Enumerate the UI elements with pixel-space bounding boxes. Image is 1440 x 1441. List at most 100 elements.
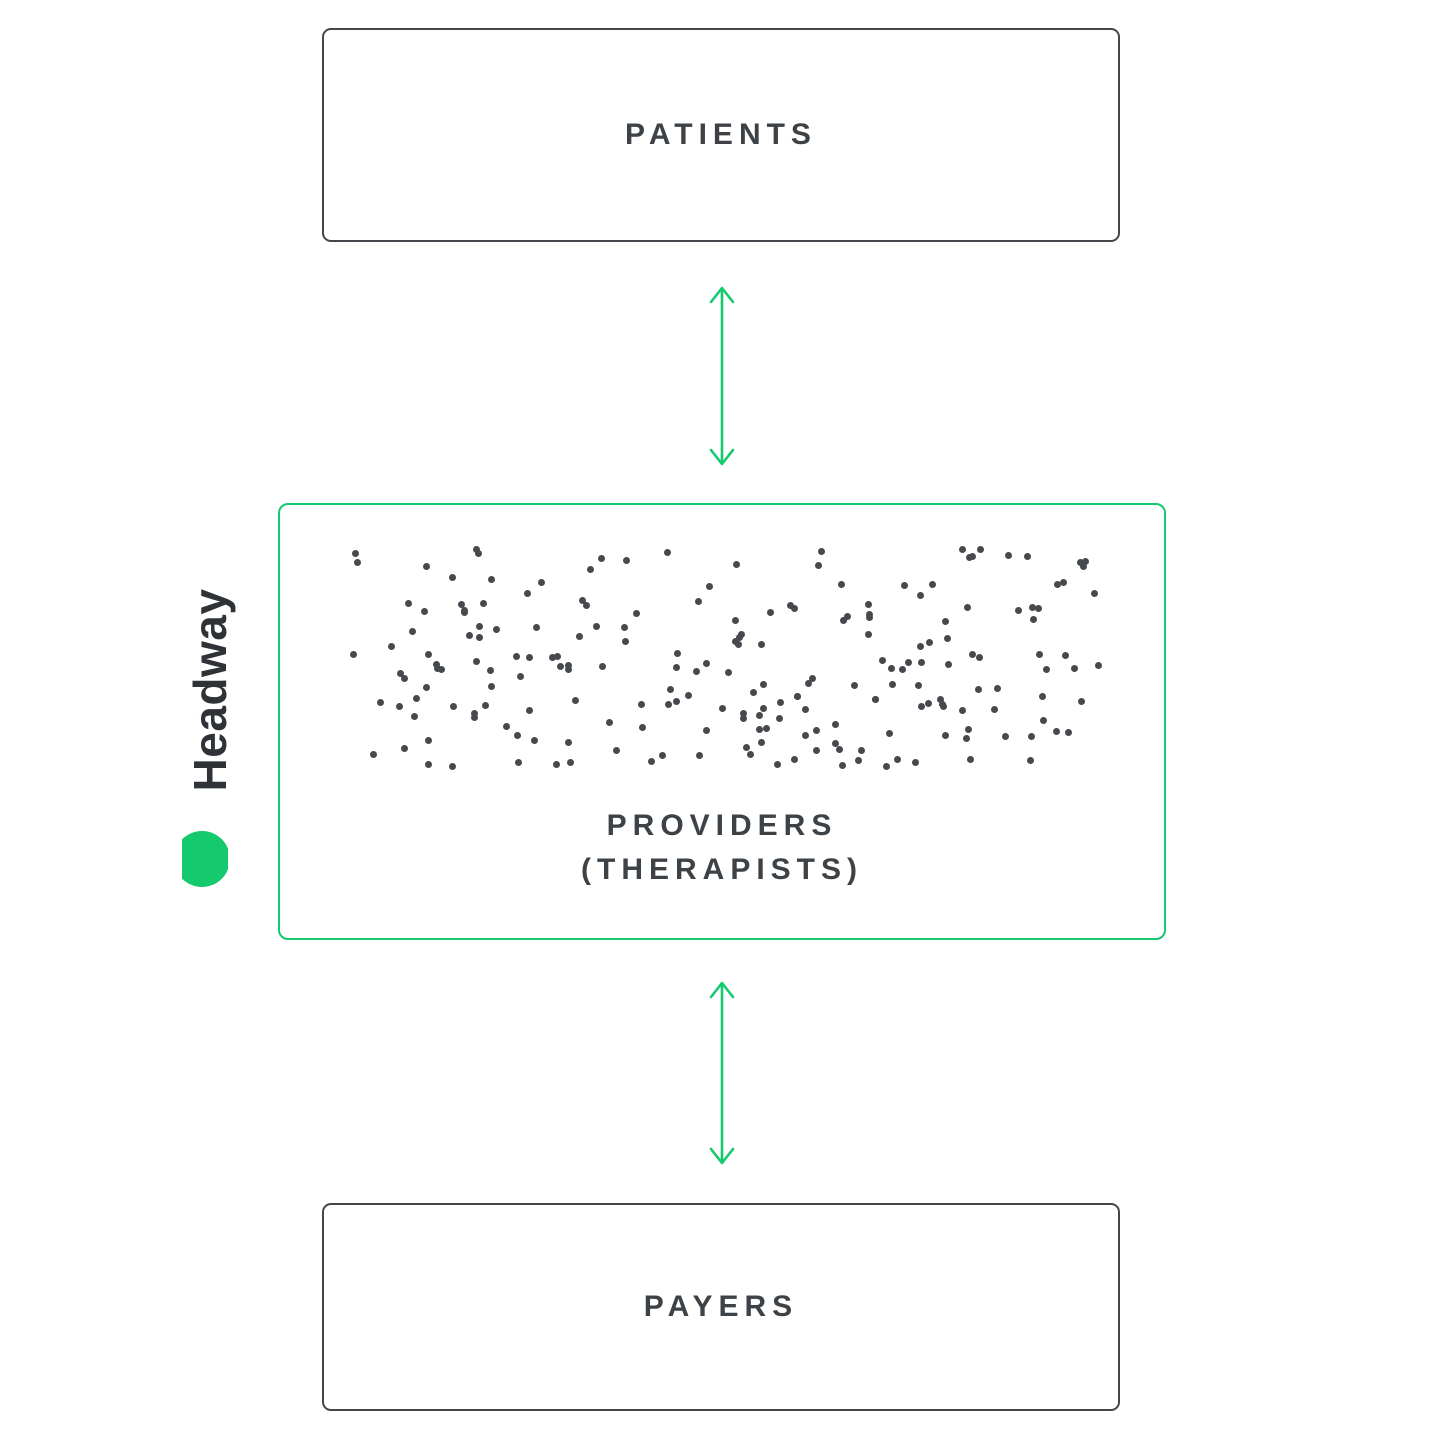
provider-dot [632,609,640,617]
provider-dot [622,557,630,565]
provider-dot [888,665,896,673]
provider-dot [945,661,953,669]
provider-dot [1079,563,1087,571]
provider-dot [966,755,974,763]
provider-dot [351,550,359,558]
provider-dot [579,596,587,604]
provider-dot [487,683,495,691]
provider-dot [421,607,429,615]
provider-dot [1028,604,1036,612]
provider-dot [813,746,821,754]
provider-dot [918,658,926,666]
provider-dot [465,631,473,639]
provider-dot [353,558,361,566]
provider-dot [1027,732,1035,740]
providers-label-line1: PROVIDERS [606,809,838,842]
provider-dot [786,602,794,610]
provider-dot [488,576,496,584]
provider-dot [974,686,982,694]
provider-dot [706,583,714,591]
provider-dot [774,760,782,768]
provider-dot [449,703,457,711]
provider-dot [1043,665,1051,673]
provider-dot [871,695,879,703]
provider-dot [763,725,771,733]
provider-dot [766,609,774,617]
provider-dot [556,662,564,670]
provider-dot [567,759,575,767]
provider-dot [702,726,710,734]
provider-dot [514,732,522,740]
provider-dot [565,665,573,673]
provider-dot [839,616,847,624]
provider-dot [432,661,440,669]
provider-dot [838,580,846,588]
provider-dot [719,705,727,713]
provider-dot [480,599,488,607]
provider-dot [513,652,521,660]
provider-dot [911,758,919,766]
provider-dot [758,739,766,747]
provider-dot [605,718,613,726]
provider-dot [1039,693,1047,701]
provider-dot [1035,650,1043,658]
provider-dot [802,732,810,740]
provider-dot [843,613,851,621]
provider-dot [813,726,821,734]
provider-dot [809,675,817,683]
provider-dot [514,759,522,767]
provider-dot [936,696,944,704]
provider-dot [424,650,432,658]
provider-dot [583,601,591,609]
provider-dot [471,714,478,722]
provider-dot [776,699,784,707]
provider-dot [1065,728,1073,736]
provider-dot [621,638,629,646]
provider-dot [740,709,748,717]
provider-dot [864,630,872,638]
provider-dot [1024,553,1032,561]
providers-label: PROVIDERS (THERAPISTS) [280,804,1164,892]
provider-dot [548,653,556,661]
provider-dot [526,706,534,714]
provider-dot [638,701,646,709]
patients-node: PATIENTS [322,28,1120,242]
provider-dot [405,600,412,608]
provider-dot [473,545,481,553]
provider-dot [533,624,541,632]
provider-dot [900,582,908,590]
provider-dot [598,662,606,670]
provider-dot [725,669,733,677]
provider-dot [750,689,758,697]
provider-dot [461,607,469,615]
provider-dot [664,700,672,708]
provider-dot [1070,665,1078,673]
provider-dot [1090,589,1098,597]
provider-dot [586,565,594,573]
provider-dot [929,580,937,588]
provider-dot [790,756,798,764]
provider-dots [345,545,1102,771]
provider-dot [866,614,874,622]
provider-dot [838,761,846,769]
provider-dot [916,642,924,650]
provider-dot [943,635,951,643]
provider-dot [790,604,798,612]
provider-dot [592,623,600,631]
provider-dot [916,592,924,600]
provider-dot [758,640,766,648]
provider-dot [941,732,949,739]
provider-dot [694,597,702,605]
provider-dot [958,546,966,554]
provider-dot [425,761,433,769]
provider-dot [425,736,433,744]
provider-dot [564,738,572,746]
provider-dot [858,746,866,754]
payers-label: PAYERS [643,1290,799,1323]
provider-dot [926,639,933,647]
provider-dot [517,672,525,680]
provider-dot [530,737,538,745]
provider-dot [597,554,605,562]
provider-dot [991,706,999,714]
provider-dot [905,658,913,666]
